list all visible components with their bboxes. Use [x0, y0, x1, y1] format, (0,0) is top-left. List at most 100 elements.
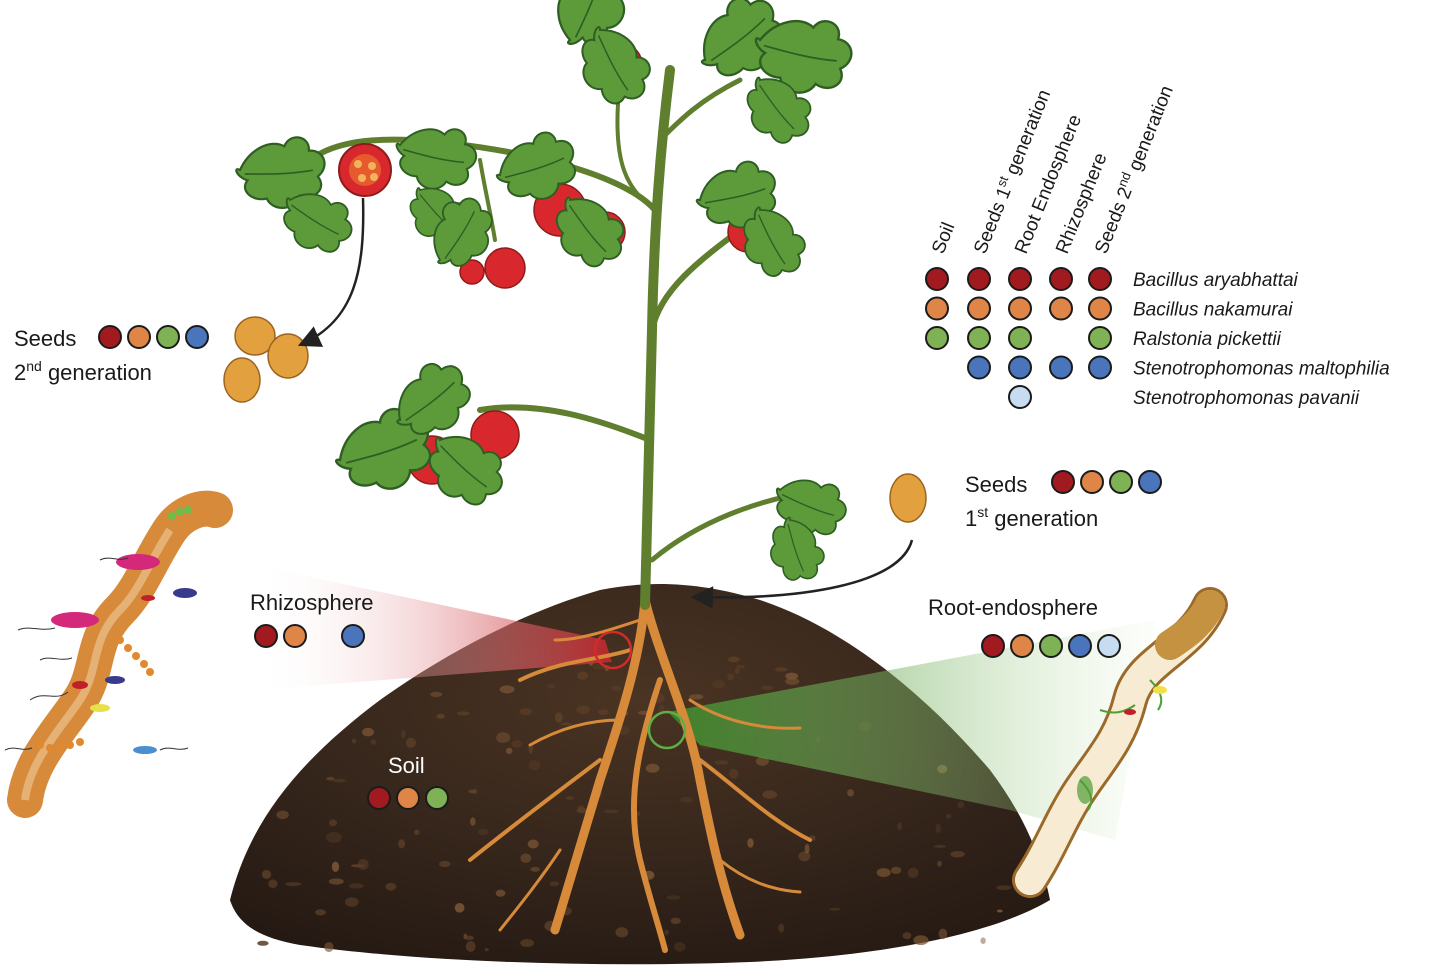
legend-dot-bacillus-aryabhattai	[1049, 267, 1073, 291]
soil-speck	[714, 760, 729, 765]
soil-speck	[505, 747, 513, 754]
soil-dots	[367, 786, 449, 810]
soil-speck	[996, 909, 1003, 913]
bacillus-nakamurai-dot	[396, 786, 420, 810]
soil-speck	[913, 935, 929, 946]
roots	[468, 595, 812, 953]
stenotrophomonas-maltophilia-dot	[341, 624, 365, 648]
soil-speck	[666, 895, 681, 900]
seeds-2nd-generation-label-line1: Seeds	[14, 326, 76, 351]
bacillus-aryabhattai-dot	[981, 634, 1005, 658]
soil-speck	[761, 685, 774, 690]
root-endosphere-root-illustration	[1012, 587, 1228, 898]
soil-speck	[549, 881, 560, 887]
soil-speck	[257, 940, 269, 946]
soil-speck	[333, 778, 346, 783]
soil-speck	[261, 869, 272, 879]
legend-dot-bacillus-nakamurai	[925, 296, 949, 321]
soil-speck	[324, 942, 334, 953]
soil-speck	[727, 673, 734, 681]
legend-dot-stenotrophomonas-maltophilia	[1088, 355, 1112, 380]
soil-speck	[555, 712, 563, 723]
soil-speck	[762, 790, 778, 799]
legend-dot-bacillus-nakamurai	[1008, 296, 1032, 321]
legend-dot-bacillus-aryabhattai	[1088, 267, 1112, 291]
seeds-2nd-generation-label: Seeds 2nd generation	[14, 325, 209, 385]
soil-speck	[611, 685, 622, 692]
soil-speck	[520, 939, 534, 947]
soil-speck	[673, 942, 686, 952]
bacillus-nakamurai-dot	[127, 325, 151, 349]
soil-speck	[285, 882, 302, 887]
soil-speck	[496, 732, 511, 743]
soil-speck	[561, 722, 572, 726]
bacillus-aryabhattai-dot	[98, 325, 122, 349]
soil-speck	[615, 927, 629, 938]
soil-speck	[946, 814, 951, 819]
soil-speck	[464, 935, 474, 940]
soil-speck	[477, 828, 489, 836]
legend-dot-bacillus-aryabhattai	[967, 267, 991, 291]
bacillus-aryabhattai-dot	[254, 624, 278, 648]
soil-speck	[747, 838, 754, 848]
soil-speck	[957, 801, 965, 809]
soil-speck	[329, 819, 337, 827]
legend-dot-bacillus-nakamurai	[1049, 296, 1073, 321]
legend-species-name: Bacillus nakamurai	[1133, 300, 1293, 321]
soil-speck	[728, 768, 739, 779]
soil-speck	[315, 909, 326, 916]
soil-speck	[456, 711, 470, 716]
bacillus-nakamurai-dot	[1010, 634, 1034, 658]
soil-speck	[907, 867, 919, 878]
soil-speck	[597, 709, 609, 715]
soil-speck	[268, 879, 278, 888]
soil-speck	[398, 839, 405, 849]
soil-speck	[328, 878, 344, 885]
soil-speck	[950, 851, 965, 858]
legend-column-header-soil: Soil	[928, 220, 959, 257]
seeds-1st-generation-label: Seeds 1st generation	[965, 470, 1162, 531]
soil-speck	[689, 694, 704, 700]
soil-speck	[645, 763, 660, 773]
seed-1st-generation-illustration	[889, 473, 927, 523]
soil-speck	[996, 885, 1012, 890]
soil-speck	[664, 929, 670, 936]
soil-speck	[405, 737, 416, 748]
soil-speck	[345, 897, 359, 907]
seeds-1st-generation-dots	[1051, 470, 1162, 494]
soil-speck	[326, 776, 335, 781]
soil-speck	[935, 823, 942, 833]
bacillus-aryabhattai-dot	[1051, 470, 1075, 494]
root-endosphere-label-group: Root-endosphere	[928, 595, 1121, 658]
soil-speck	[890, 866, 902, 875]
root-endosphere-label: Root-endosphere	[928, 595, 1098, 620]
legend-dot-stenotrophomonas-maltophilia	[1049, 355, 1073, 380]
seeds-2nd-generation-dots	[98, 325, 209, 349]
rhizosphere-root-illustration	[4, 490, 233, 818]
bacillus-aryabhattai-dot	[367, 786, 391, 810]
soil-speck	[670, 917, 681, 925]
legend-species-name: Bacillus aryabhattai	[1133, 270, 1299, 291]
soil-speck	[385, 882, 397, 891]
root-endosphere-zoom-marker	[647, 710, 687, 750]
soil-speck	[357, 859, 369, 870]
soil-speck	[734, 668, 740, 674]
rhizosphere-beam	[255, 565, 612, 690]
soil-speck	[519, 708, 533, 716]
rhizosphere-dots	[254, 624, 365, 648]
legend-species-name: Stenotrophomonas pavanii	[1133, 388, 1360, 409]
soil-speck	[511, 740, 523, 748]
soil-speck	[804, 843, 810, 854]
root-endosphere-beam	[668, 620, 1155, 840]
ralstonia-pickettii-dot	[156, 325, 180, 349]
legend-dot-ralstonia-pickettii	[967, 326, 991, 350]
soil-speck	[728, 656, 740, 663]
soil-speck	[828, 907, 841, 911]
soil-speck	[527, 839, 539, 849]
legend-dot-stenotrophomonas-maltophilia	[967, 355, 991, 380]
soil-speck	[325, 832, 342, 843]
soil-speck	[933, 844, 947, 849]
soil-speck	[499, 685, 515, 694]
stenotrophomonas-maltophilia-dot	[185, 325, 209, 349]
